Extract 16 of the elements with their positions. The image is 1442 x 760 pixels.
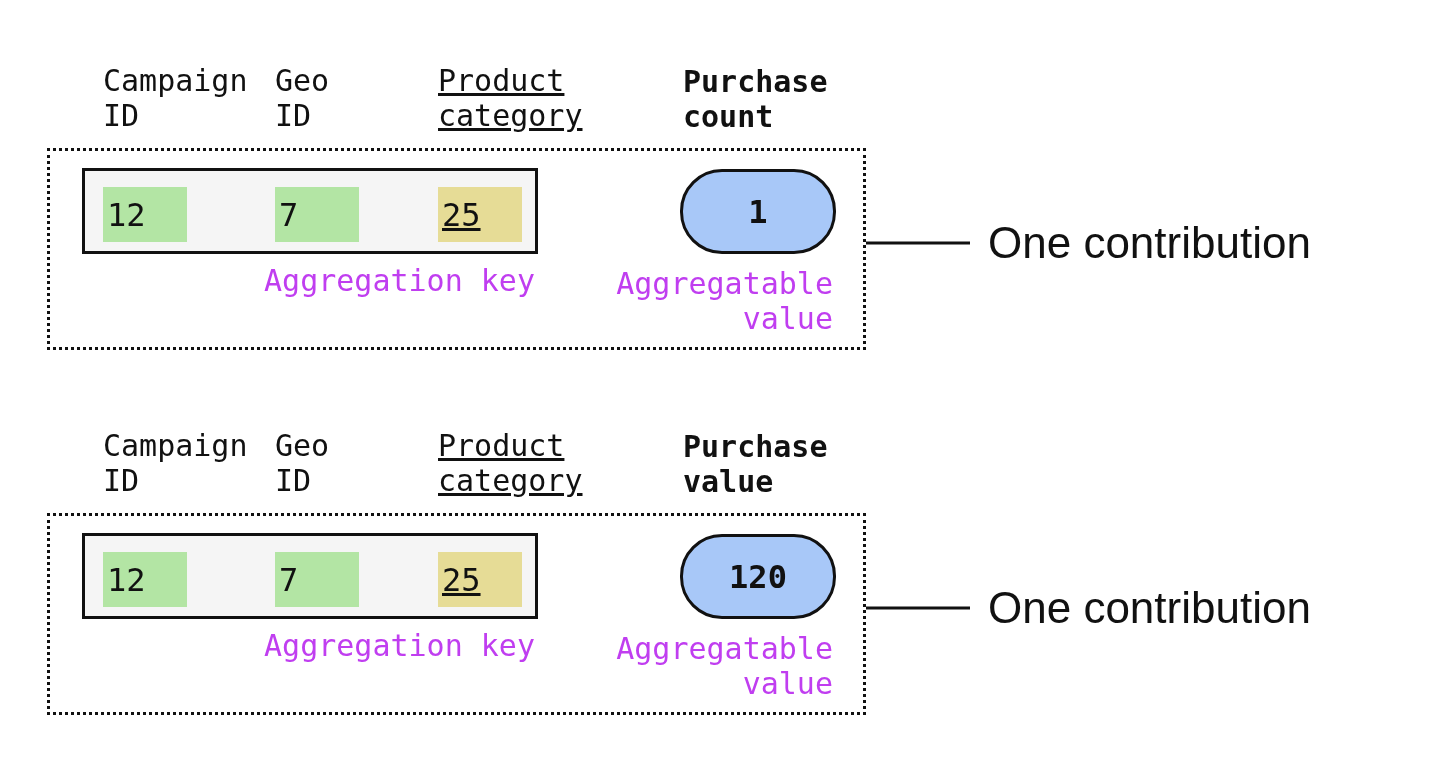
annotation-text: One contribution <box>988 218 1311 268</box>
caption: Aggregation key <box>264 263 535 298</box>
annotation-text: One contribution <box>988 583 1311 633</box>
connector-line <box>866 606 970 610</box>
value-label: Aggregatable value <box>615 266 833 336</box>
column-header: Geo ID <box>275 63 331 133</box>
caption: Aggregation key <box>264 628 535 663</box>
column-header: Campaign ID <box>103 428 249 498</box>
column-header: Campaign ID <box>103 63 249 133</box>
column-header: Purchase value <box>683 429 829 499</box>
value-label: Aggregatable value <box>615 631 833 701</box>
column-header: Product category <box>438 63 584 133</box>
column-header: Purchase count <box>683 64 829 134</box>
connector-line <box>866 241 970 245</box>
column-header: Product category <box>438 428 584 498</box>
column-header: Geo ID <box>275 428 331 498</box>
